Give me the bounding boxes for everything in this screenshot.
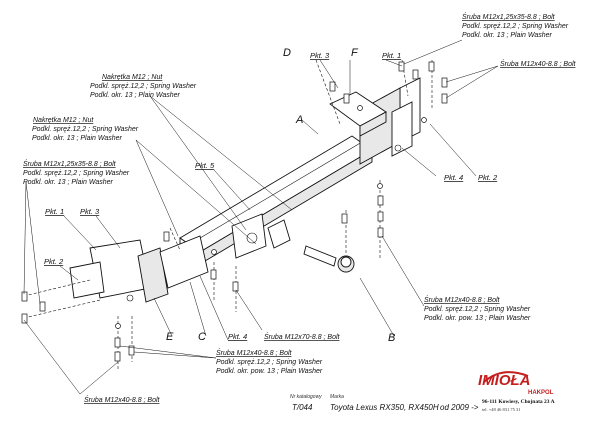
company-name: IMIOŁA <box>478 372 531 389</box>
pkt-4-bottom: Pkt. 4 <box>228 332 247 341</box>
ball-hook-b <box>303 245 355 273</box>
pkt-1-left: Pkt. 1 <box>45 207 64 216</box>
label-spring-washer-left: Podkl. spręż.12,2 ; Spring Washer <box>32 126 139 133</box>
catalog-label: Nr katalogowy <box>290 394 322 400</box>
vehicle-since: od 2009 -> <box>440 403 479 412</box>
label-plain-washer-left2: Podkl. okr. 13 ; Plain Washer <box>23 179 114 186</box>
left-bracket-e <box>69 239 169 303</box>
center-mount-c <box>159 213 267 289</box>
pkt-3-left: Pkt. 3 <box>80 207 100 216</box>
letter-c: C <box>198 331 206 343</box>
label-bolt-m12x125x35-left: Śruba M12x1,25x35-8.8 ; Bolt <box>23 159 117 168</box>
letter-f: F <box>351 47 359 59</box>
pkt-4-right: Pkt. 4 <box>444 173 463 182</box>
bolts <box>21 61 448 362</box>
label-nut-upper: Nakrętka M12 ; Nut <box>102 74 163 81</box>
company-logo: IMIOŁA HAKPOL <box>478 371 554 396</box>
letter-d: D <box>283 47 291 59</box>
pkt-1-top: Pkt. 1 <box>382 51 401 60</box>
pkt-5: Pkt. 5 <box>195 161 215 170</box>
company-phone: tel. +48 46 831 75 31 <box>482 407 521 412</box>
leader-lines <box>23 39 499 395</box>
letter-e: E <box>166 331 174 343</box>
label-plain-washer-left: Podkl. okr. 13 ; Plain Washer <box>32 135 123 142</box>
label-bolt-m12x40-bottom: Śruba M12x40-8.8 ; Bolt <box>216 348 293 357</box>
label-spring-washer-right: Podkl. spręż.12,2 ; Spring Washer <box>424 306 531 313</box>
socket-plate <box>267 219 291 249</box>
label-bolt-m12x125x35-top: Śruba M12x1,25x35-8.8 ; Bolt <box>462 12 556 21</box>
label-bolt-m12x40-top: Śruba M12x40-8.8 ; Bolt <box>500 59 577 68</box>
vehicle-model: Toyota Lexus RX350, RX450H <box>330 403 439 412</box>
pkt-2-left: Pkt. 2 <box>44 257 64 266</box>
catalog-number: T/044 <box>292 403 313 412</box>
label-plain-washer-right: Podkl. okr. pow. 13 ; Plain Washer <box>424 315 531 322</box>
letter-b: B <box>388 332 395 344</box>
label-bolt-m12x40-right: Śruba M12x40-8.8 ; Bolt <box>424 295 501 304</box>
label-nut-left: Nakrętka M12 ; Nut <box>33 117 94 124</box>
label-plain-washer-bottom: Podkl. okr. pow. 13 ; Plain Washer <box>216 368 323 375</box>
brand-label: Marka <box>330 394 344 400</box>
company-sub: HAKPOL <box>528 390 554 396</box>
label-spring-washer-left2: Podkl. spręż.12,2 ; Spring Washer <box>23 170 130 177</box>
label-spring-washer-top: Podkl. spręż.12,2 ; Spring Washer <box>462 23 569 30</box>
label-bolt-m12x70: Śruba M12x70-8.8 ; Bolt <box>264 332 341 341</box>
label-spring-washer-upper: Podkl. spręż.12,2 ; Spring Washer <box>90 83 197 90</box>
label-spring-washer-bottom: Podkl. spręż.12,2 ; Spring Washer <box>216 359 323 366</box>
label-bolt-m12x40-lower-left: Śruba M12x40-8.8 ; Bolt <box>84 395 161 404</box>
pkt-3-top: Pkt. 3 <box>310 51 330 60</box>
pkt-2-right: Pkt. 2 <box>478 173 498 182</box>
company-address: 96-111 Kowiesy, Chojnata 23 A <box>482 399 555 405</box>
label-plain-washer-upper: Podkl. okr. 13 ; Plain Washer <box>90 92 181 99</box>
letter-a: A <box>295 114 303 126</box>
label-plain-washer-top: Podkl. okr. 13 ; Plain Washer <box>462 32 553 39</box>
